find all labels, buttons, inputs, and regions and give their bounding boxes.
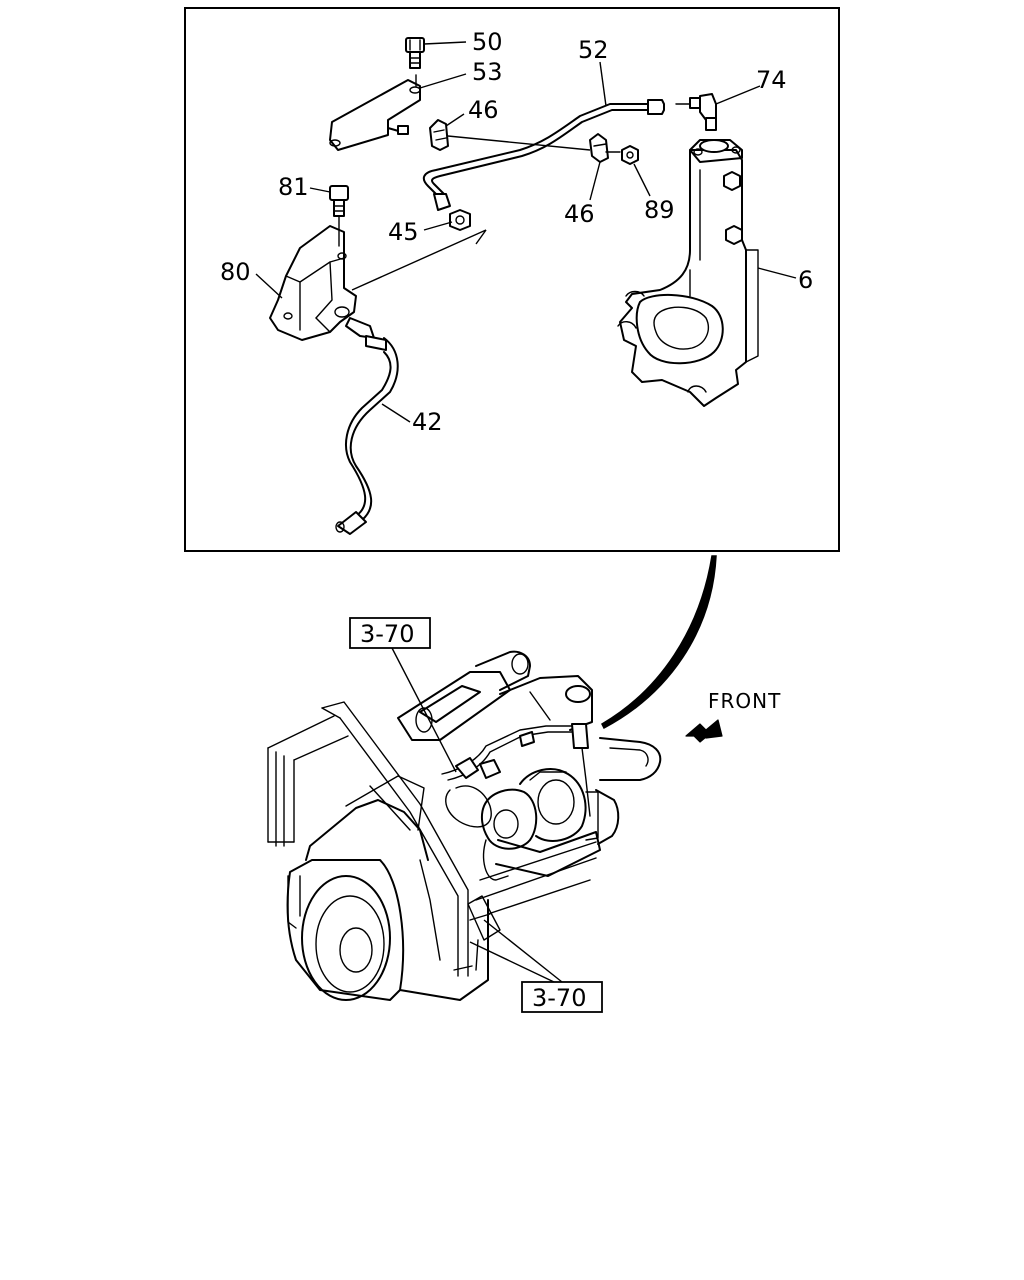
callout-74: 74 bbox=[756, 66, 787, 94]
hose-42 bbox=[335, 317, 399, 535]
clip-46-upper bbox=[429, 119, 449, 151]
clip-46-lower bbox=[589, 133, 621, 163]
union-74 bbox=[675, 93, 717, 131]
nut-89 bbox=[621, 145, 639, 165]
callout-46-lower: 46 bbox=[564, 200, 595, 228]
bracket-53 bbox=[329, 74, 421, 151]
ref-bottom-leader-b bbox=[469, 941, 555, 983]
callout-52: 52 bbox=[578, 36, 609, 64]
pipe-52 bbox=[422, 99, 665, 211]
callout-46-upper: 46 bbox=[468, 96, 499, 124]
callout-53: 53 bbox=[472, 58, 503, 86]
ref-top-leader bbox=[391, 647, 457, 773]
ref-bottom-leader-a bbox=[483, 919, 563, 983]
callout-45: 45 bbox=[388, 218, 419, 246]
callout-89: 89 bbox=[644, 196, 675, 224]
detail-frame bbox=[184, 7, 840, 552]
ref-bottom-label: 3-70 bbox=[532, 984, 586, 1012]
bracket-80 bbox=[269, 225, 487, 341]
ref-top-label: 3-70 bbox=[360, 620, 414, 648]
nut-45 bbox=[449, 209, 471, 231]
front-arrow-icon bbox=[685, 719, 723, 743]
elbow-housing-6 bbox=[617, 139, 759, 407]
ref-box-bottom[interactable]: 3-70 bbox=[521, 981, 603, 1013]
callout-81: 81 bbox=[278, 173, 309, 201]
leader-lines bbox=[255, 41, 797, 423]
callout-42: 42 bbox=[412, 408, 443, 436]
detail-connector bbox=[601, 555, 717, 730]
callout-50: 50 bbox=[472, 28, 503, 56]
bolt-81 bbox=[329, 185, 349, 247]
front-label: FRONT bbox=[708, 689, 781, 713]
callout-6: 6 bbox=[798, 266, 813, 294]
callout-80: 80 bbox=[220, 258, 251, 286]
bolt-50 bbox=[405, 37, 425, 69]
ref-box-top[interactable]: 3-70 bbox=[349, 617, 431, 649]
engine-overview bbox=[267, 650, 662, 1001]
